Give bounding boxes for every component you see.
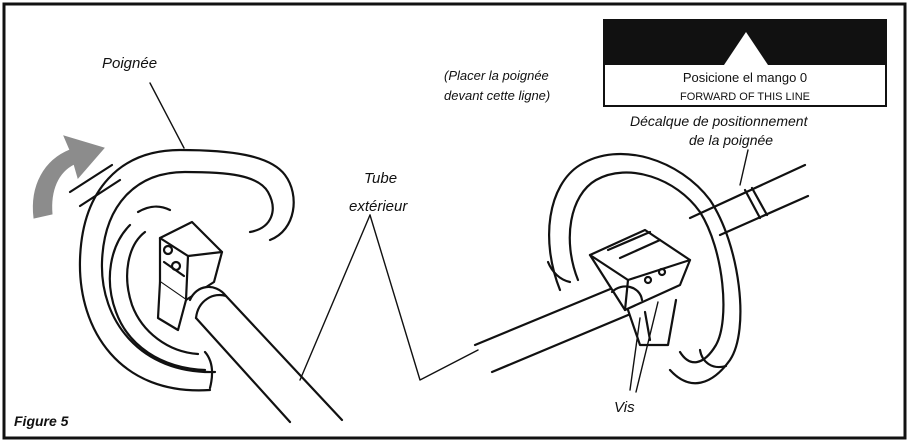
label-screws: Vis (614, 399, 635, 416)
rotation-arrow-icon (32, 135, 105, 219)
label-place-hint-2: devant cette ligne) (444, 88, 550, 103)
label-handle: Poignée (102, 55, 157, 72)
label-decal-2: de la poignée (689, 132, 773, 148)
right-outer-tube (473, 283, 622, 347)
right-handle-loop (548, 152, 742, 385)
leader-tube-right (369, 214, 479, 381)
decal-bottom-text: FORWARD OF THIS LINE (680, 91, 810, 103)
leader-handle (149, 82, 185, 149)
leader-tube-left (299, 214, 371, 381)
left-handle-loop (78, 148, 295, 392)
label-place-hint-1: (Placer la poignée (444, 68, 549, 83)
left-handle-illustration (68, 82, 371, 424)
label-outer-tube-1: Tube (364, 170, 397, 187)
leader-screw-2 (635, 301, 659, 393)
leader-decal (739, 149, 749, 186)
figure-label: Figure 5 (14, 413, 69, 429)
tube-position-mark (743, 188, 762, 220)
decal-triangle-icon (724, 32, 768, 65)
label-decal-1: Décalque de positionnement (630, 113, 809, 129)
positioning-decal: Posicione el mango 0 FORWARD OF THIS LIN… (603, 19, 887, 107)
label-outer-tube-2: extérieur (349, 198, 408, 215)
leader-screw-1 (629, 317, 641, 391)
decal-top-text: Posicione el mango 0 (683, 70, 807, 85)
right-handle-illustration (369, 149, 810, 393)
